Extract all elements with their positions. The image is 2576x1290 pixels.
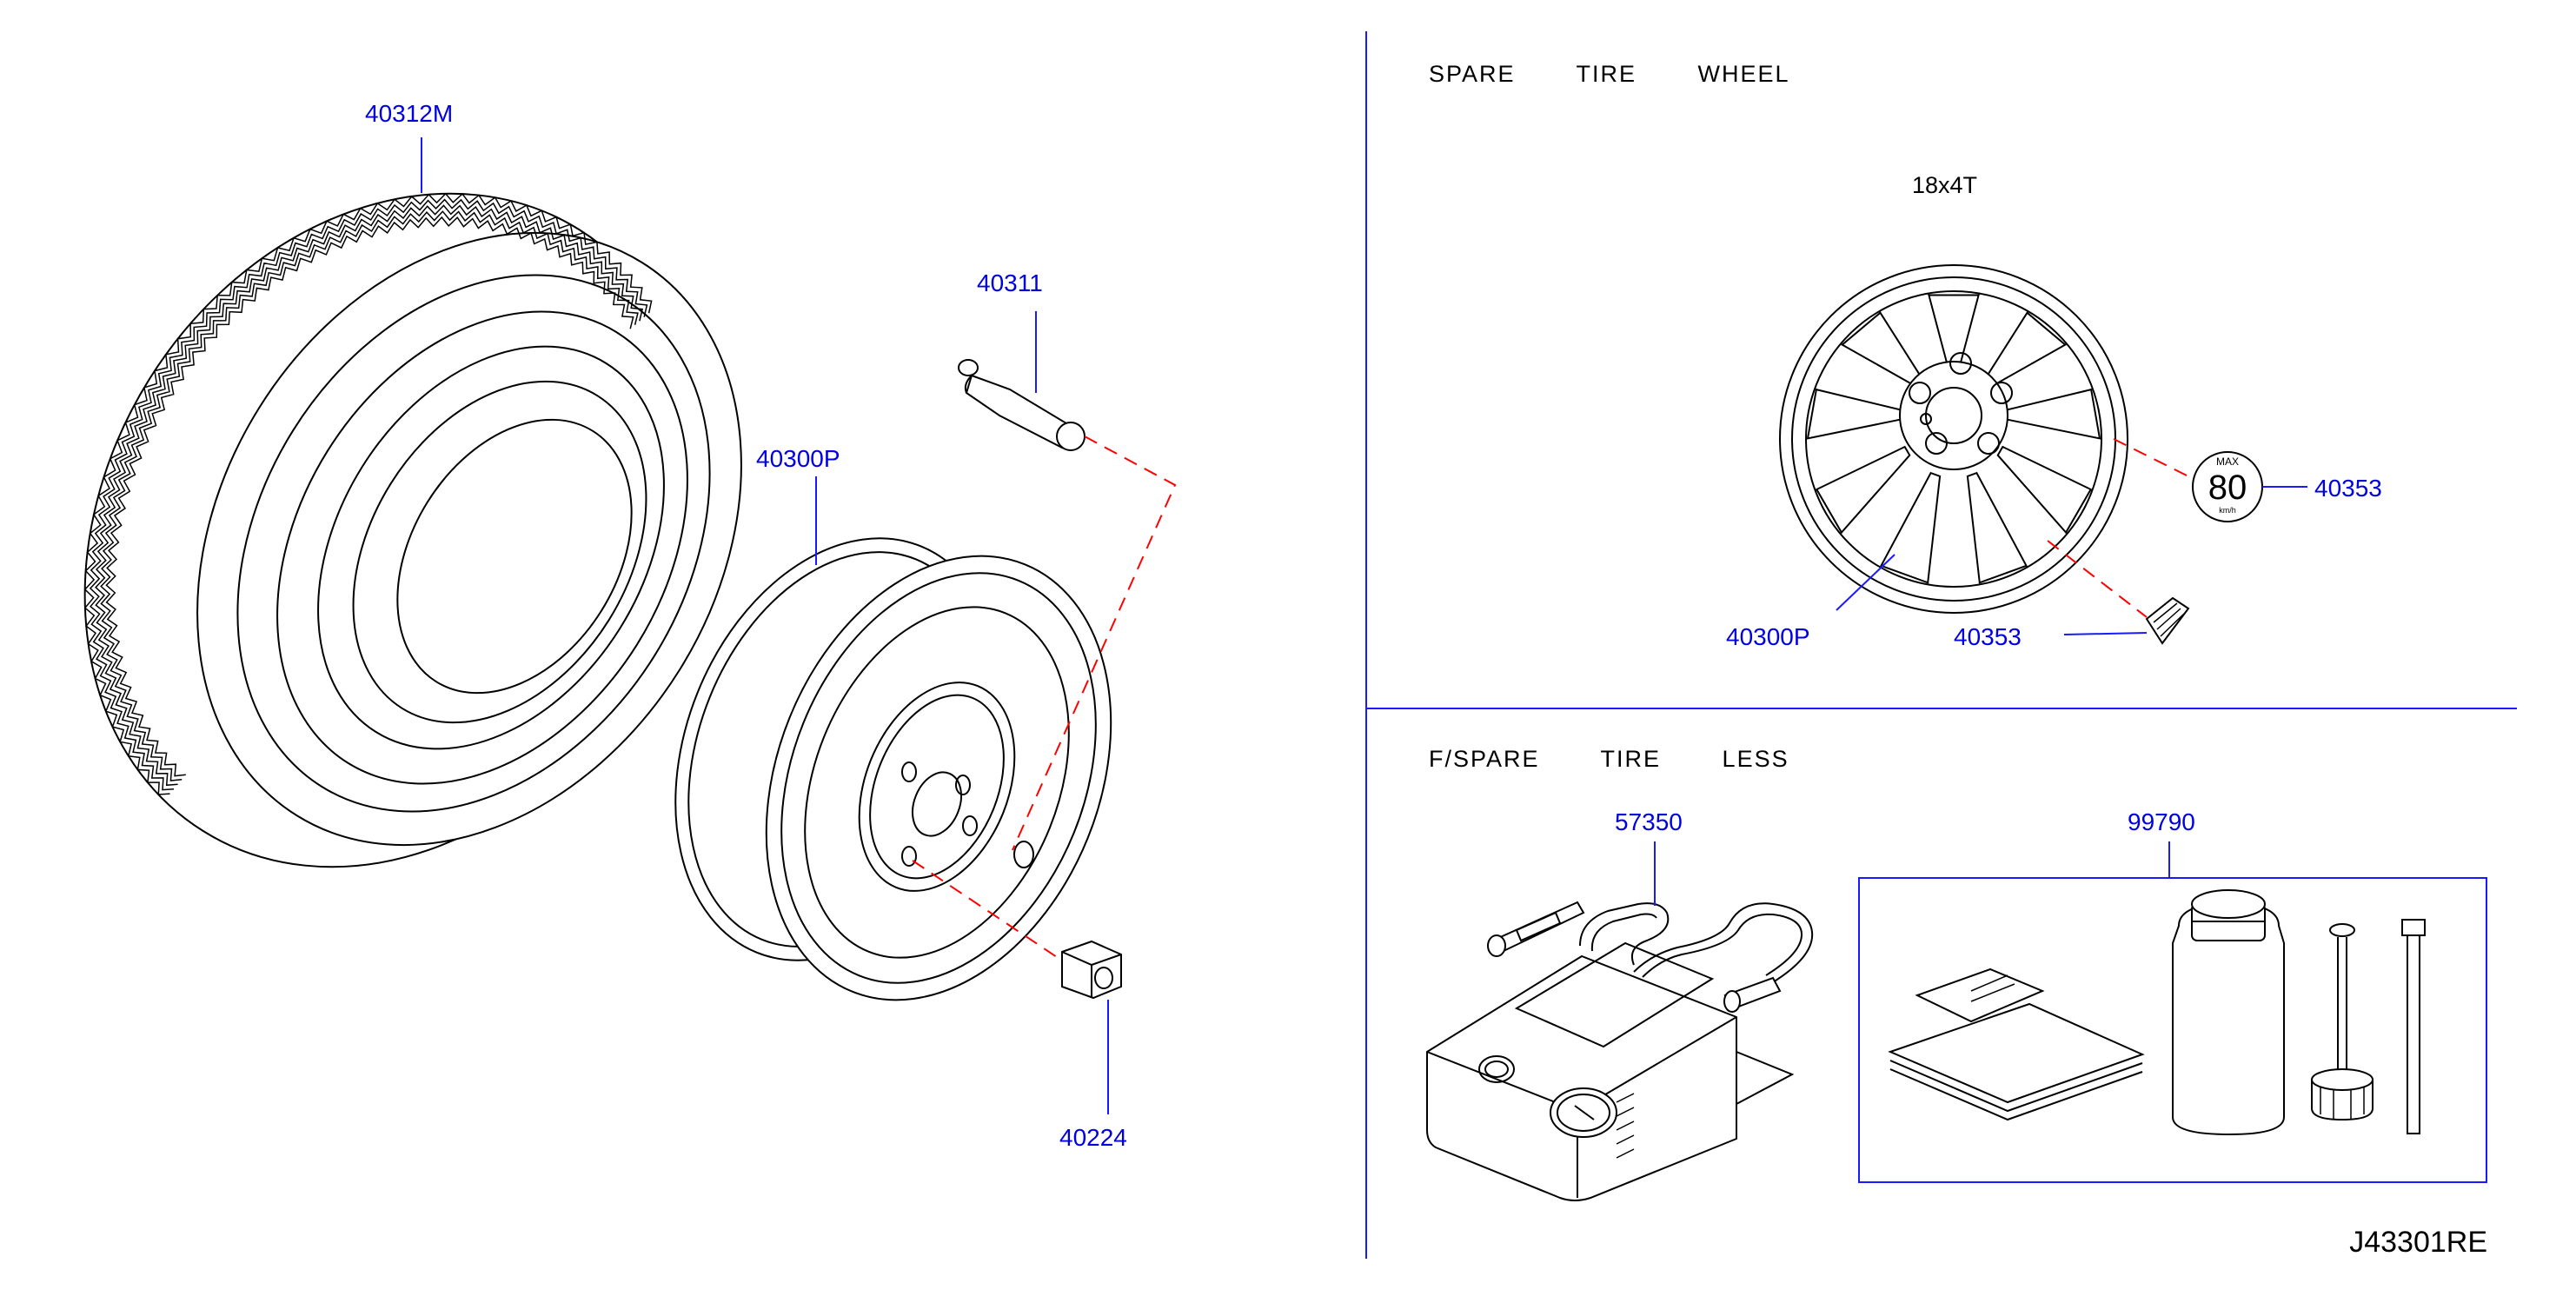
part-number-compressor[interactable]: 57350: [1615, 808, 1683, 835]
repair-kit-box: [1858, 877, 2487, 1183]
compressor-drawing: [1426, 901, 1814, 1201]
part-number-label-round[interactable]: 40353: [2314, 475, 2382, 502]
strip-label: [2145, 596, 2190, 645]
assembly-lines-spare: [2047, 438, 2193, 618]
part-number-spare-wheel[interactable]: 40300P: [1726, 623, 1810, 650]
speed-label: MAX 80 km/h: [2192, 451, 2263, 522]
part-number-wheel[interactable]: 40300P: [756, 445, 840, 472]
valve-drawing: [958, 359, 1086, 451]
section-title-spare-less: F/SPARE TIRE LESS: [1429, 746, 1789, 772]
tire-drawing: [83, 192, 742, 868]
section-title-spare: SPARE TIRE WHEEL: [1429, 61, 1790, 87]
wheel-nut-drawing: [1061, 940, 1122, 1000]
leaders-spare: [1836, 486, 2307, 635]
part-number-wheel-nut[interactable]: 40224: [1059, 1124, 1127, 1151]
part-number-label-strip[interactable]: 40353: [1954, 623, 2022, 650]
spare-size-label: 18x4T: [1912, 172, 1977, 198]
tread-pattern: [83, 192, 653, 795]
part-number-valve[interactable]: 40311: [977, 269, 1043, 296]
repair-kit-drawing: [1888, 889, 2426, 1136]
speed-label-max: MAX: [2216, 455, 2239, 468]
part-number-repair-kit[interactable]: 99790: [2128, 808, 2195, 835]
assembly-lines-main: [912, 436, 1177, 961]
speed-label-unit: km/h: [2219, 506, 2236, 515]
leaders-spare-less: [1654, 841, 2170, 906]
spoke: [1815, 445, 1911, 535]
spoke: [1880, 471, 1942, 584]
spare-wheel-drawing: [1779, 264, 2128, 614]
leaders-main: [421, 137, 1109, 1114]
part-number-tire[interactable]: 40312M: [365, 100, 453, 127]
spoke: [1966, 471, 2028, 584]
spoke: [1996, 445, 2093, 535]
speed-label-speed: 80: [2208, 469, 2247, 507]
wheel-drawing: [674, 537, 1112, 1001]
section-dividers: [1365, 31, 2517, 1259]
diagram-id: J43301RE: [2349, 1226, 2487, 1259]
